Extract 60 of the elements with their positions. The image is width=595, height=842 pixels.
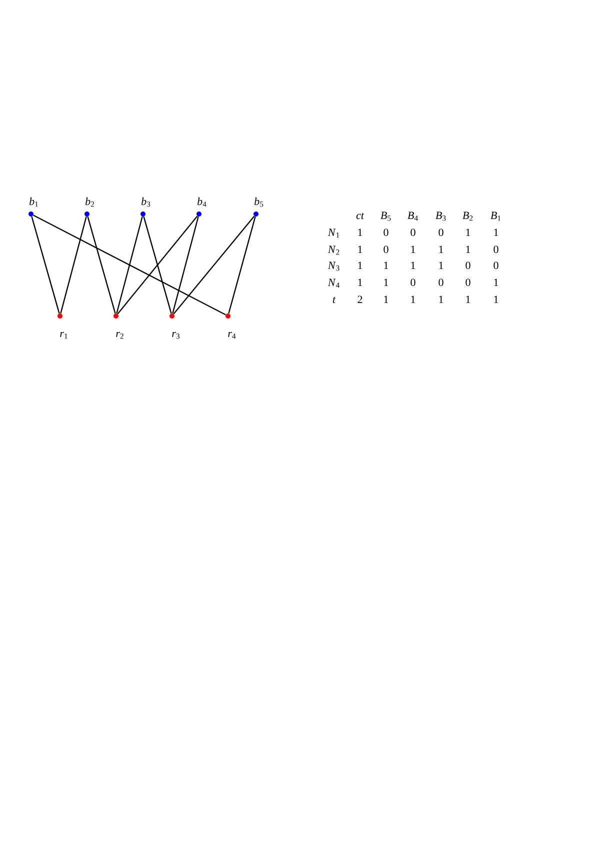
vertex-label: b$_{2}$ xyxy=(85,197,94,207)
table-cell: 2 xyxy=(358,296,362,303)
table-cell: 1 xyxy=(439,296,444,303)
table-cell: 1 xyxy=(494,296,498,303)
row-header: N$_{3}$ xyxy=(328,262,340,271)
edge-line xyxy=(33,214,226,316)
vertex-label: b$_{1}$ xyxy=(29,197,38,207)
column-header: B$_{4}$ xyxy=(408,212,418,221)
vertex-label: r$_{4}$ xyxy=(228,332,236,339)
table-cell: 1 xyxy=(411,262,416,269)
table-cell: 0 xyxy=(384,246,388,254)
edge-line xyxy=(87,216,116,314)
table-cell: 0 xyxy=(410,278,416,286)
table-cell: 1 xyxy=(466,246,470,253)
edge-line xyxy=(60,216,87,314)
edge-line xyxy=(116,216,143,314)
table-cell: 1 xyxy=(466,296,470,303)
table-cell: 0 xyxy=(494,262,498,270)
edge-line xyxy=(172,216,199,314)
table-cell: 1 xyxy=(358,262,362,269)
column-header: B$_{2}$ xyxy=(462,212,473,221)
column-header: B$_{3}$ xyxy=(436,212,446,221)
table-cell: 0 xyxy=(384,228,388,236)
table-cell: 0 xyxy=(410,228,416,236)
table-cell: 0 xyxy=(466,262,470,270)
vertex-label: r$_{1}$ xyxy=(60,332,68,339)
table-cell: 1 xyxy=(358,228,362,236)
vertex-label: r$_{3}$ xyxy=(172,332,180,339)
column-header: B$_{5}$ xyxy=(380,212,391,221)
table-cell: 1 xyxy=(411,246,416,253)
table-cell: 1 xyxy=(384,262,388,269)
row-header: N$_{4}$ xyxy=(328,278,340,288)
edge-line xyxy=(31,216,60,314)
vertex-label: r$_{2}$ xyxy=(116,332,124,339)
table-cell: 0 xyxy=(438,278,444,286)
table-cell: 0 xyxy=(438,228,444,236)
table-cell: 1 xyxy=(384,278,388,286)
vertex-label: b$_{4}$ xyxy=(197,197,206,207)
table-cell: 1 xyxy=(384,296,388,303)
edge-line xyxy=(228,216,256,314)
table-cell: 1 xyxy=(358,278,362,286)
table-cell: 0 xyxy=(466,278,470,286)
column-header: ct xyxy=(356,212,364,220)
vertex-label: b$_{3}$ xyxy=(141,197,150,207)
table-cell: 1 xyxy=(494,278,498,286)
edge-line xyxy=(143,216,172,314)
table-cell: 0 xyxy=(494,246,498,254)
row-header: N$_{2}$ xyxy=(328,246,340,255)
edge-line xyxy=(117,216,198,314)
table-cell: 1 xyxy=(411,296,416,303)
row-header: N$_{1}$ xyxy=(328,228,340,238)
column-header: B$_{1}$ xyxy=(490,212,501,221)
table-cell: 1 xyxy=(358,246,362,253)
vertex-label: b$_{5}$ xyxy=(254,197,264,207)
table-cell: 1 xyxy=(494,228,498,236)
edge-line xyxy=(173,216,255,314)
table-cell: 1 xyxy=(439,246,444,253)
row-header: t xyxy=(332,296,336,304)
table-cell: 1 xyxy=(439,262,444,269)
table-cell: 1 xyxy=(466,228,470,236)
